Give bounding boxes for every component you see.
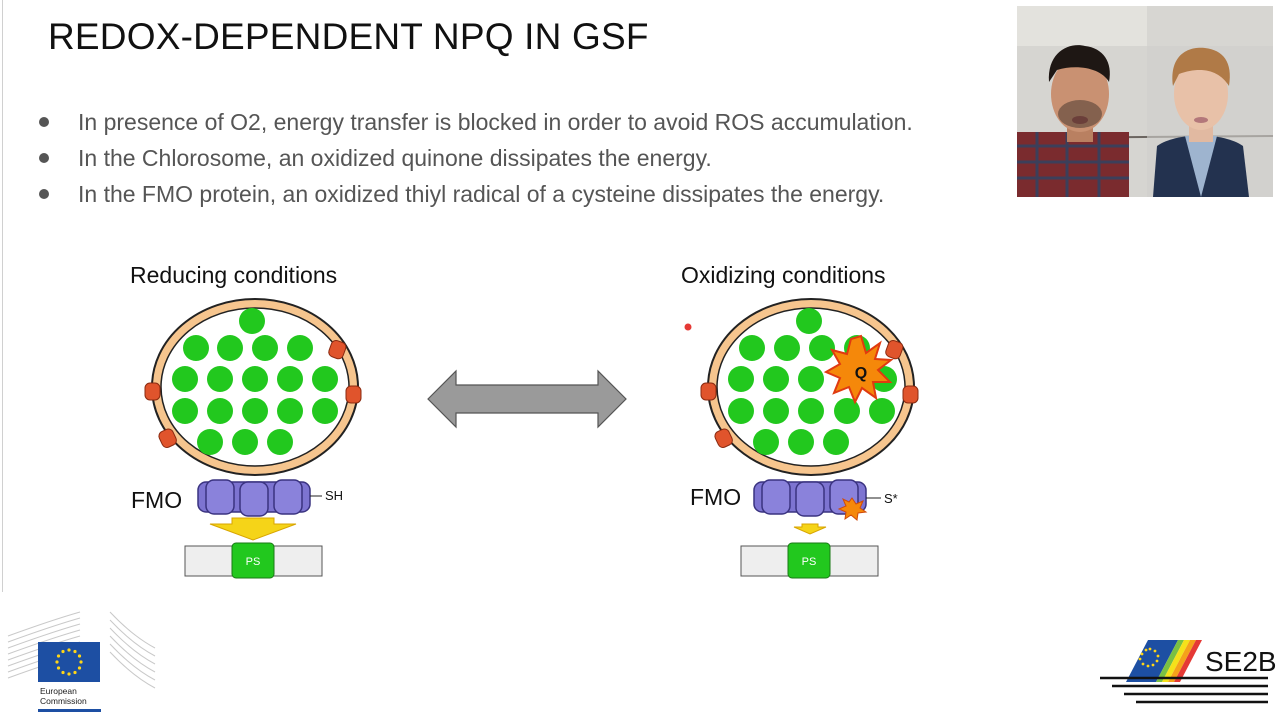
pointer-dot bbox=[684, 323, 692, 331]
se2b-label: SE2B bbox=[1205, 646, 1277, 677]
baseplate-proteins bbox=[700, 339, 919, 448]
reducing-conditions-label: Reducing conditions bbox=[130, 262, 338, 288]
thiyl-radical-burst-icon bbox=[837, 497, 868, 521]
oxidizing-conditions-label: Oxidizing conditions bbox=[681, 262, 886, 288]
bullet-item: In the FMO protein, an oxidized thiyl ra… bbox=[36, 176, 1036, 212]
energy-transfer-arrow bbox=[209, 517, 297, 541]
photosystem-oxidizing: PS bbox=[740, 542, 879, 579]
slide-title: REDOX-DEPENDENT NPQ IN GSF bbox=[48, 16, 649, 57]
bullet-item: In presence of O2, energy transfer is bl… bbox=[36, 104, 1036, 140]
presenter-left-avatar bbox=[1017, 45, 1129, 197]
chlorophyll-cluster bbox=[728, 308, 897, 455]
bullet-text: In the FMO protein, an oxidized thiyl ra… bbox=[78, 180, 885, 207]
thiol-group-label: SH bbox=[325, 488, 343, 503]
fmo-label-oxidizing: FMO bbox=[690, 484, 742, 510]
chlorosome-reducing bbox=[144, 298, 362, 476]
bullet-text: In the Chlorosome, an oxidized quinone d… bbox=[78, 144, 712, 171]
presenter-right-avatar bbox=[1153, 47, 1249, 197]
photosystem-label: PS bbox=[802, 556, 817, 568]
ec-label-line2: Commission bbox=[40, 696, 87, 706]
eu-flag-icon bbox=[38, 642, 100, 682]
equilibrium-double-arrow bbox=[427, 369, 627, 429]
presenter-video[interactable] bbox=[1017, 6, 1273, 197]
ec-label-line1: European bbox=[40, 686, 77, 696]
fmo-protein-oxidizing: S* bbox=[753, 479, 898, 521]
bullet-icon bbox=[39, 117, 49, 127]
slide-edge-divider bbox=[2, 0, 3, 592]
quinone-burst-icon: Q bbox=[823, 334, 894, 405]
presenter-video-frame bbox=[1017, 6, 1273, 197]
thiyl-radical-label: S* bbox=[884, 491, 898, 506]
bullet-text: In presence of O2, energy transfer is bl… bbox=[78, 108, 913, 135]
eu-stars-icon bbox=[55, 648, 83, 676]
chlorosome-oxidizing: Q bbox=[700, 298, 919, 476]
quinone-label: Q bbox=[855, 365, 867, 382]
se2b-logo: SE2B bbox=[1100, 640, 1277, 704]
bullet-item: In the Chlorosome, an oxidized quinone d… bbox=[36, 140, 1036, 176]
bullet-icon bbox=[39, 189, 49, 199]
baseplate-proteins bbox=[144, 339, 362, 448]
fmo-protein-reducing: SH bbox=[197, 479, 343, 517]
photosystem-reducing: PS bbox=[184, 542, 323, 579]
bullet-list: In presence of O2, energy transfer is bl… bbox=[36, 104, 1036, 212]
se2b-lines-icon bbox=[1100, 676, 1268, 704]
bullet-icon bbox=[39, 153, 49, 163]
fmo-label-reducing: FMO bbox=[131, 487, 183, 513]
chlorophyll-cluster bbox=[172, 308, 338, 455]
photosystem-label: PS bbox=[246, 556, 261, 568]
blocked-energy-arrow bbox=[793, 523, 827, 535]
european-commission-logo: European Commission bbox=[7, 611, 156, 712]
